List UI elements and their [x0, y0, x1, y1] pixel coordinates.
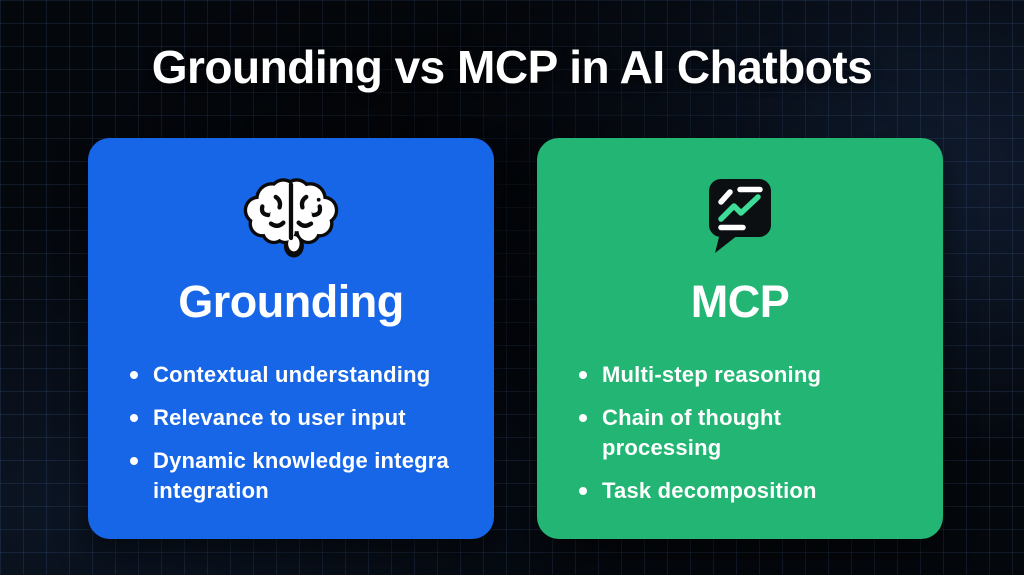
bullet-dot-icon: [579, 487, 587, 495]
bullet-dot-icon: [579, 414, 587, 422]
cards-row: Grounding Contextual understanding Relev…: [88, 138, 943, 539]
grounding-bullet-list: Contextual understanding Relevance to us…: [130, 360, 452, 506]
bullet-dot-icon: [130, 371, 138, 379]
list-item: Task decomposition: [579, 476, 901, 506]
bullet-text: Dynamic knowledge integra integration: [153, 448, 449, 503]
bullet-text: Chain of thought processing: [602, 405, 782, 460]
list-item: Relevance to user input: [130, 403, 452, 433]
trend-line: [718, 194, 761, 222]
bullet-text: Multi-step reasoning: [602, 362, 822, 387]
page-title: Grounding vs MCP in AI Chatbots: [151, 41, 873, 93]
list-item: Multi-step reasoning: [579, 360, 901, 390]
grounding-card: Grounding Contextual understanding Relev…: [88, 138, 494, 539]
chat-trend-bubble-icon: [709, 179, 771, 253]
bullet-text: Contextual understanding: [153, 362, 431, 387]
mcp-card: MCP Multi-step reasoning Chain of though…: [537, 138, 943, 539]
bullet-dot-icon: [130, 457, 138, 465]
brain-icon: [243, 178, 339, 258]
list-item: Dynamic knowledge integra integration: [130, 446, 452, 506]
card-icon-area: [579, 172, 901, 260]
mcp-bullet-list: Multi-step reasoning Chain of thought pr…: [579, 360, 901, 506]
bullet-dot-icon: [130, 414, 138, 422]
list-item: Chain of thought processing: [579, 403, 901, 463]
grounding-heading: Grounding: [178, 276, 404, 327]
bullet-dot-icon: [579, 371, 587, 379]
list-item: Contextual understanding: [130, 360, 452, 390]
bullet-text: Task decomposition: [602, 478, 817, 503]
bullet-text: Relevance to user input: [153, 405, 406, 430]
card-icon-area: [130, 172, 452, 260]
mcp-heading: MCP: [690, 276, 790, 327]
